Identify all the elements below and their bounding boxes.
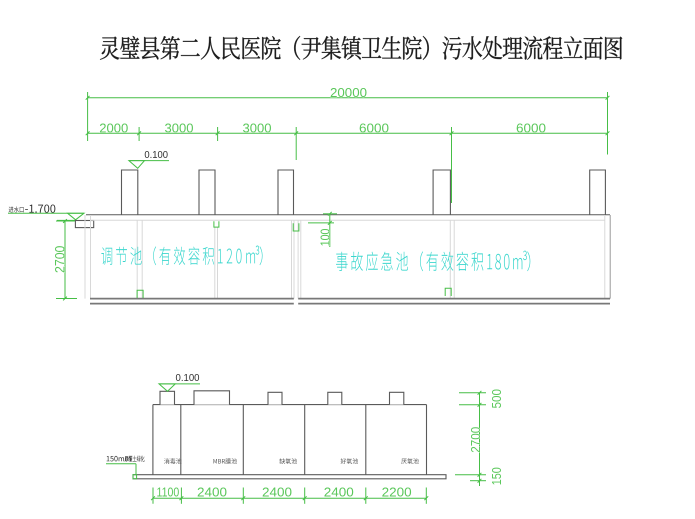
svg-text:3000: 3000 [243,121,272,136]
svg-text:6000: 6000 [359,121,389,136]
svg-text:1100: 1100 [157,484,180,499]
svg-text:2200: 2200 [382,484,412,499]
svg-text:500: 500 [489,389,504,409]
svg-text:2400: 2400 [262,484,292,499]
svg-text:2000: 2000 [99,121,128,136]
svg-text:20000: 20000 [330,85,367,100]
svg-text:100: 100 [318,229,333,247]
svg-text:2400: 2400 [324,484,354,499]
svg-text:2400: 2400 [197,484,227,499]
svg-text:2700: 2700 [468,427,483,453]
svg-text:2700: 2700 [52,246,67,274]
svg-text:0.100: 0.100 [176,372,200,384]
svg-text:0.100: 0.100 [144,149,168,161]
svg-text:6000: 6000 [516,121,546,136]
svg-text:150: 150 [489,467,504,485]
svg-text:3000: 3000 [165,121,194,136]
